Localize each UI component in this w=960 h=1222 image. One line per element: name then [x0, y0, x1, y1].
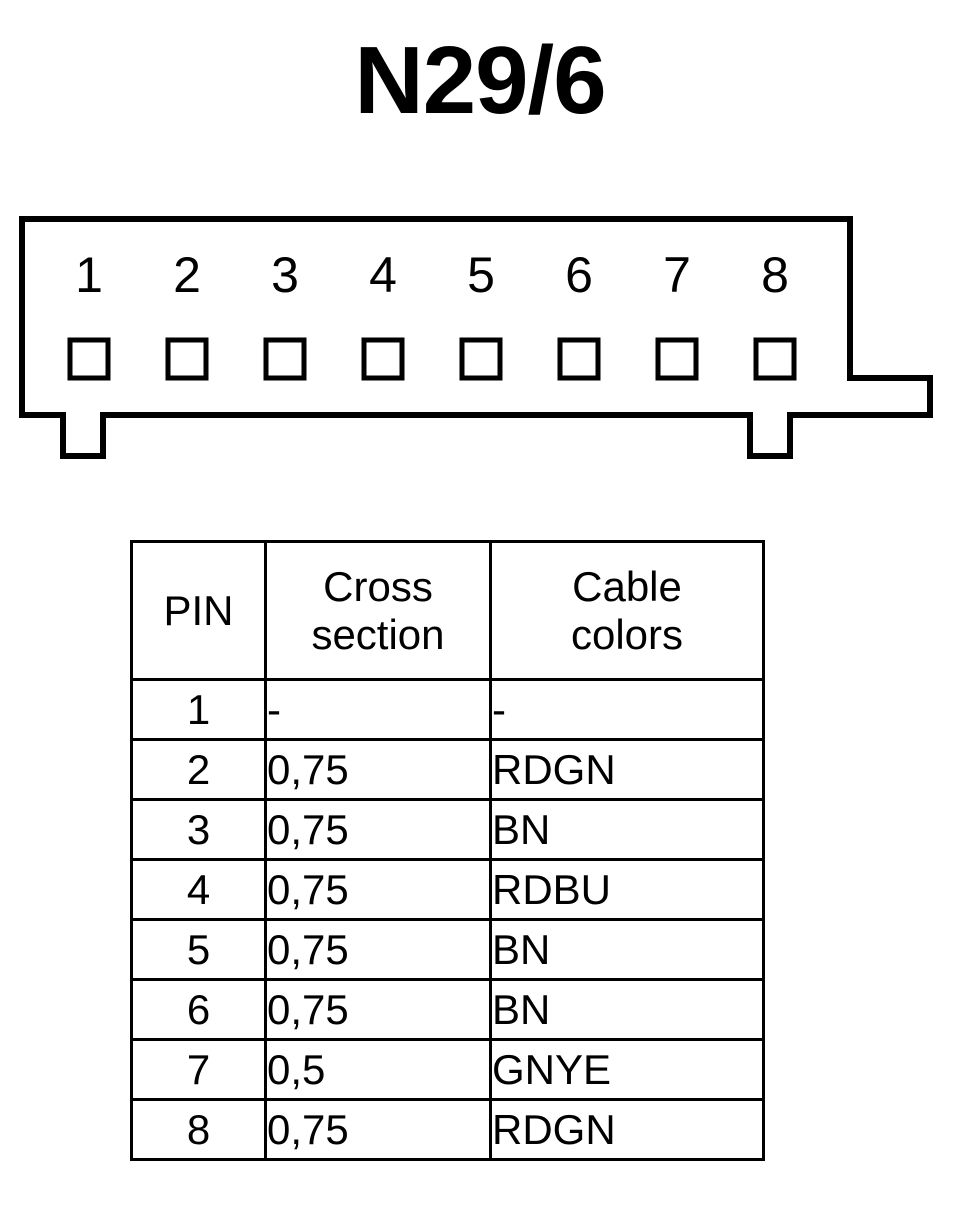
- page-title: N29/6: [354, 27, 606, 134]
- column-header-cross-section: Cross section: [264, 540, 492, 681]
- table-row: 3 0,75 BN: [130, 798, 765, 861]
- cell-pin: 6: [130, 978, 267, 1041]
- cell-pin: 3: [130, 798, 267, 861]
- table-row: 1 - -: [130, 678, 765, 741]
- cell-pin: 1: [130, 678, 267, 741]
- table-row: 8 0,75 RDGN: [130, 1098, 765, 1161]
- table-row: 7 0,5 GNYE: [130, 1038, 765, 1101]
- pin-number-3: 3: [271, 247, 299, 303]
- cell-pin: 2: [130, 738, 267, 801]
- cell-pin: 7: [130, 1038, 267, 1101]
- pin-number-5: 5: [467, 247, 495, 303]
- cell-cross-section: 0,75: [264, 738, 492, 801]
- pin-contact-2: [165, 337, 209, 381]
- pin-assignment-table: PIN Cross section Cable colors 1 - - 2 0…: [130, 540, 765, 1161]
- pin-contact-5: [459, 337, 503, 381]
- cell-cable-colors: RDBU: [489, 858, 765, 921]
- column-header-cross-line-2: section: [311, 610, 445, 658]
- pin-number-1: 1: [75, 247, 103, 303]
- cell-pin: 4: [130, 858, 267, 921]
- column-header-pin-line-1: PIN: [163, 586, 234, 634]
- column-header-cross-line-1: Cross: [323, 562, 433, 610]
- connector-diagram: 1 2 3 4 5 6 7 8: [0, 200, 960, 480]
- pin-contact-4: [361, 337, 405, 381]
- column-header-colors-line-2: colors: [570, 610, 684, 658]
- table-row: 5 0,75 BN: [130, 918, 765, 981]
- table-row: 4 0,75 RDBU: [130, 858, 765, 921]
- cell-pin: 5: [130, 918, 267, 981]
- pin-contact-1: [67, 337, 111, 381]
- cell-cable-colors: BN: [489, 798, 765, 861]
- column-header-colors-line-1: Cable: [572, 562, 682, 610]
- pin-number-6: 6: [565, 247, 593, 303]
- cell-cross-section: 0,75: [264, 858, 492, 921]
- pin-contact-8: [753, 337, 797, 381]
- cell-cross-section: 0,75: [264, 798, 492, 861]
- table-header-row: PIN Cross section Cable colors: [130, 540, 765, 681]
- pin-number-2: 2: [173, 247, 201, 303]
- cell-cable-colors: -: [489, 678, 765, 741]
- connector-outline-svg: 1 2 3 4 5 6 7 8: [19, 216, 933, 459]
- cell-cross-section: 0,75: [264, 978, 492, 1041]
- column-header-cable-colors: Cable colors: [489, 540, 765, 681]
- pin-number-4: 4: [369, 247, 397, 303]
- pin-number-8: 8: [761, 247, 789, 303]
- cell-cable-colors: RDGN: [489, 738, 765, 801]
- cell-cross-section: -: [264, 678, 492, 741]
- table-row: 6 0,75 BN: [130, 978, 765, 1041]
- cell-cable-colors: RDGN: [489, 1098, 765, 1161]
- table-row: 2 0,75 RDGN: [130, 738, 765, 801]
- pin-contact-7: [655, 337, 699, 381]
- cell-cross-section: 0,5: [264, 1038, 492, 1101]
- pin-contact-6: [557, 337, 601, 381]
- cell-pin: 8: [130, 1098, 267, 1161]
- cell-cable-colors: BN: [489, 978, 765, 1041]
- cell-cable-colors: BN: [489, 918, 765, 981]
- pin-contact-3: [263, 337, 307, 381]
- column-header-pin: PIN: [130, 540, 267, 681]
- cell-cross-section: 0,75: [264, 1098, 492, 1161]
- cell-cross-section: 0,75: [264, 918, 492, 981]
- pin-number-7: 7: [663, 247, 691, 303]
- cell-cable-colors: GNYE: [489, 1038, 765, 1101]
